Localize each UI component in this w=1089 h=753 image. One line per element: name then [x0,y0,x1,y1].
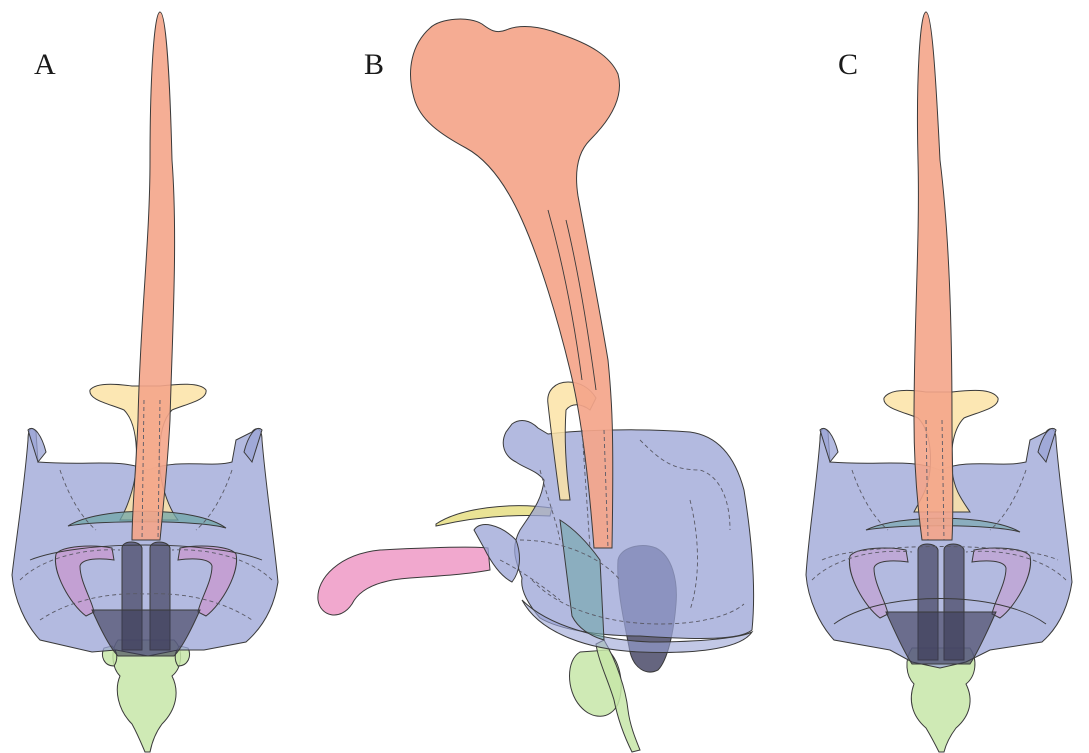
panel-label-b: B [364,50,384,80]
panel-a-drawing [12,12,278,752]
panel-b-salmon-bone [411,19,620,548]
panel-b-blue-body [503,421,753,639]
panel-c-salmon-rod [914,12,953,540]
panel-a-salmon-rod [132,12,175,540]
panel-b-drawing [318,19,754,752]
panel-a-green-bulb [113,640,181,752]
panel-b-pink-tube [318,547,490,615]
panel-label-c: C [838,50,858,80]
panel-label-a: A [34,50,56,80]
panel-c-drawing [806,12,1072,752]
